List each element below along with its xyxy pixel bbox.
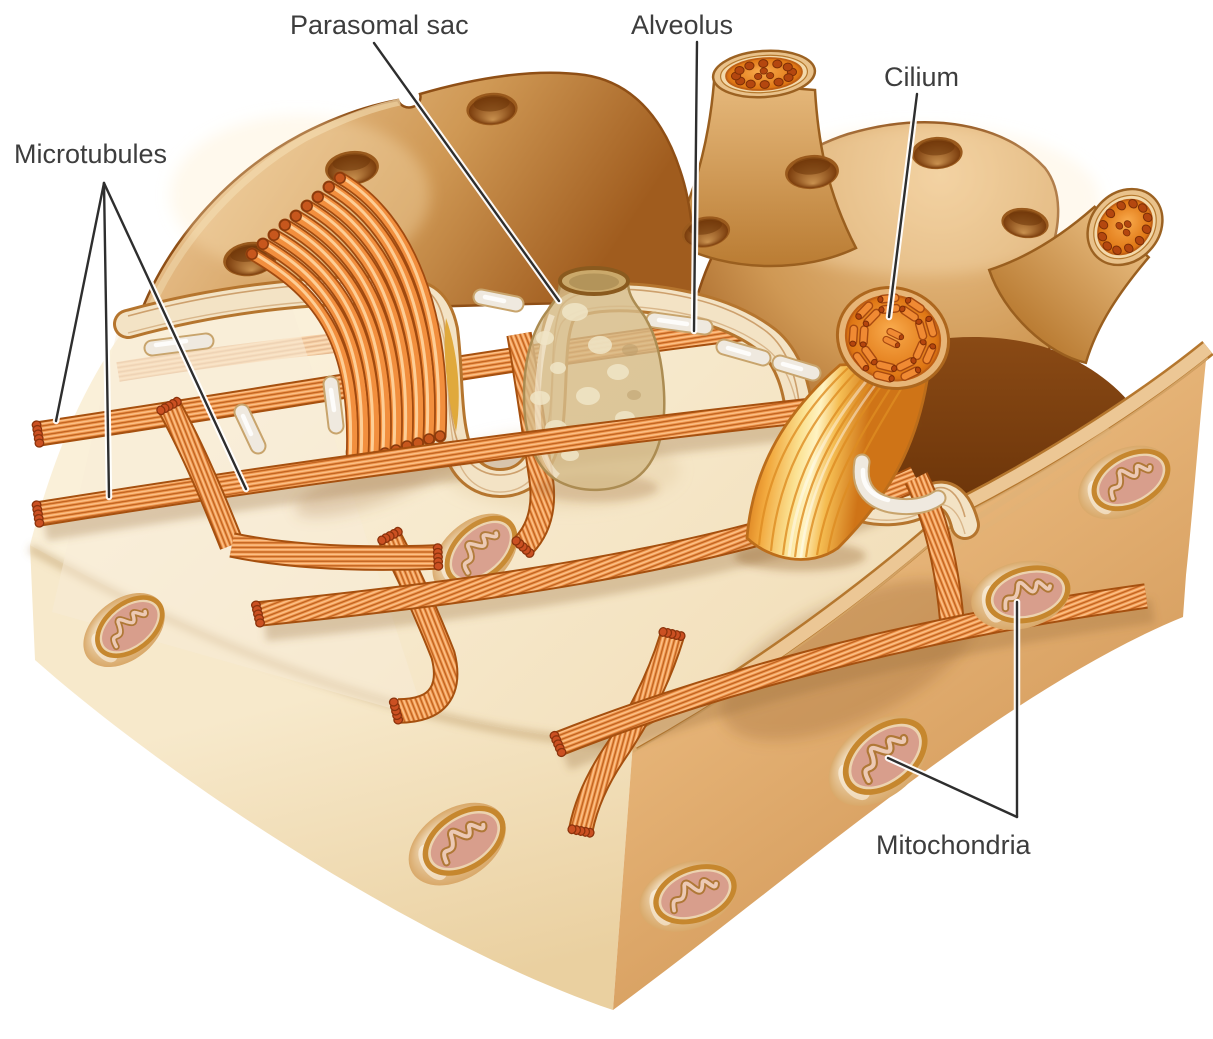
cilium-cross-section — [835, 286, 951, 390]
alveolus-sac — [852, 453, 947, 516]
leader-microtubules — [52, 179, 250, 501]
annotations: Microtubules Parasomal sac Alveolus Cili… — [14, 10, 1032, 860]
leader-mitochondria — [884, 598, 1021, 821]
label-mitochondria: Mitochondria — [876, 830, 1032, 860]
leader-alveolus — [690, 38, 701, 335]
cilium-stub-cross-section — [1086, 187, 1164, 267]
basal-body-patch — [444, 318, 459, 432]
label-parasomal-sac: Parasomal sac — [290, 10, 469, 40]
front-left-face — [30, 545, 633, 1010]
alveolus-sac — [322, 375, 345, 435]
label-alveolus: Alveolus — [631, 10, 733, 40]
cilium-stub-right — [987, 187, 1164, 365]
cilium-stub-cross-section — [711, 49, 817, 99]
alveolus-sac — [472, 288, 525, 313]
label-cilium: Cilium — [884, 62, 959, 92]
leader-parasomal-sac — [370, 39, 563, 305]
alveolus-sac — [771, 354, 822, 382]
label-microtubules: Microtubules — [14, 139, 167, 169]
alveolus-sac — [715, 338, 772, 367]
leader-cilium — [885, 90, 921, 321]
cilium — [734, 286, 951, 571]
alveolus-sac — [233, 403, 267, 455]
